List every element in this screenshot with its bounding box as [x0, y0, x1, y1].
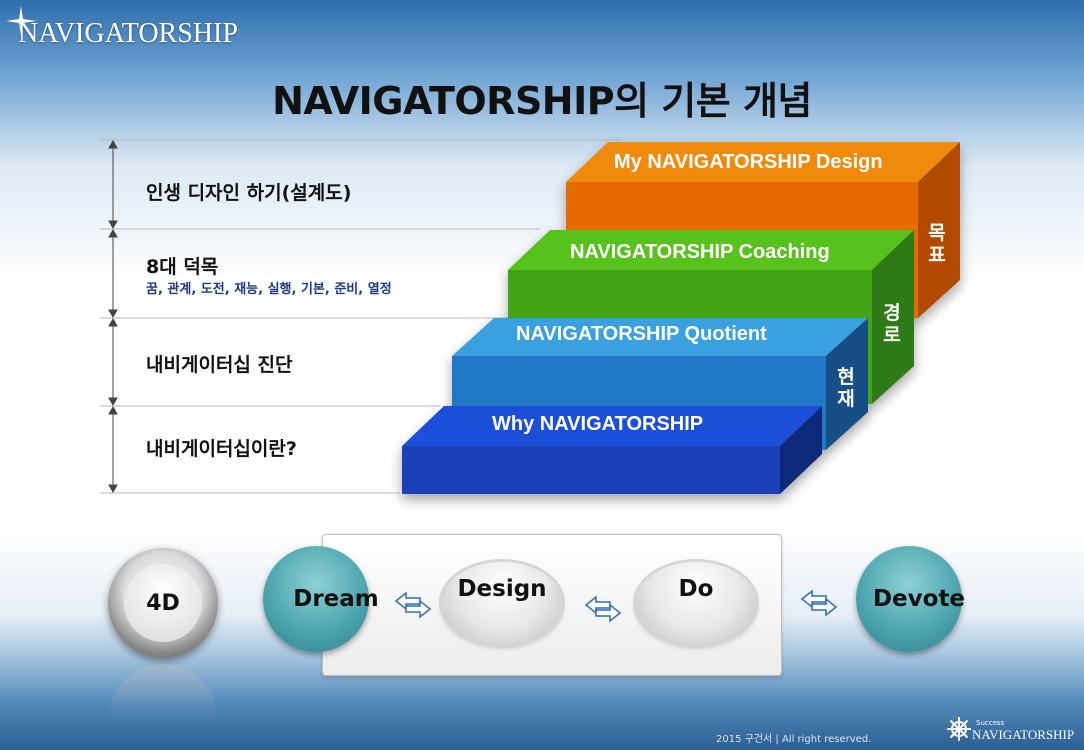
- process-devote: Devote: [856, 546, 966, 652]
- step-top-why: [402, 406, 822, 446]
- process-dream-label: Dream: [293, 586, 379, 612]
- step-top-design: [566, 142, 960, 182]
- footer-brand: NAVIGATORSHIP: [972, 727, 1075, 742]
- step-label-why: Why NAVIGATORSHIP: [492, 413, 704, 435]
- step-side-design: [918, 142, 960, 318]
- row-label-diagnosis: 내비게이터십 진단: [146, 354, 293, 376]
- process-devote-label: Devote: [872, 586, 966, 612]
- footer-success: Success: [976, 719, 1005, 727]
- brand-logo: NAVIGATORSHIP: [18, 18, 238, 49]
- step-label-coaching: NAVIGATORSHIP Coaching: [570, 241, 830, 263]
- row-label-definition: 내비게이터십이란?: [146, 438, 297, 460]
- process-design: Design: [442, 562, 562, 644]
- row-label-design: 인생 디자인 하기(설계도): [146, 182, 352, 204]
- sparkle-icon: [6, 6, 36, 36]
- double-arrow-icon: [584, 595, 622, 623]
- step-label-design: My NAVIGATORSHIP Design: [614, 151, 883, 173]
- step-side-why: [780, 406, 822, 494]
- process-do-label: Do: [678, 576, 714, 602]
- ship-wheel-icon: [947, 717, 971, 741]
- step-side-quotient: [826, 318, 868, 450]
- process-dream: Dream: [263, 546, 379, 652]
- step-label-quotient: NAVIGATORSHIP Quotient: [516, 323, 767, 345]
- badge-4d-reflection: [108, 664, 218, 719]
- step-top-quotient: [452, 318, 868, 356]
- badge-4d: 4D: [108, 548, 218, 658]
- step-side-coaching: [872, 230, 914, 404]
- step-front-why: [402, 446, 780, 494]
- page-title: NAVIGATORSHIP의 기본 개념: [272, 79, 812, 123]
- process-design-label: Design: [457, 576, 547, 602]
- footer-copyright: 2015 구건서 | All right reserved.: [716, 734, 872, 745]
- staircase-diagram: [402, 142, 960, 494]
- double-arrow-icon: [800, 589, 838, 617]
- step-top-coaching: [508, 230, 914, 270]
- double-arrow-icon: [394, 591, 432, 619]
- process-do: Do: [636, 562, 756, 644]
- row-label-virtues: 8대 덕목: [146, 256, 219, 278]
- row-sub-virtues: 꿈, 관계, 도전, 재능, 실행, 기본, 준비, 열정: [146, 282, 392, 297]
- badge-4d-label: 4D: [124, 564, 202, 642]
- row-guides: [100, 139, 620, 494]
